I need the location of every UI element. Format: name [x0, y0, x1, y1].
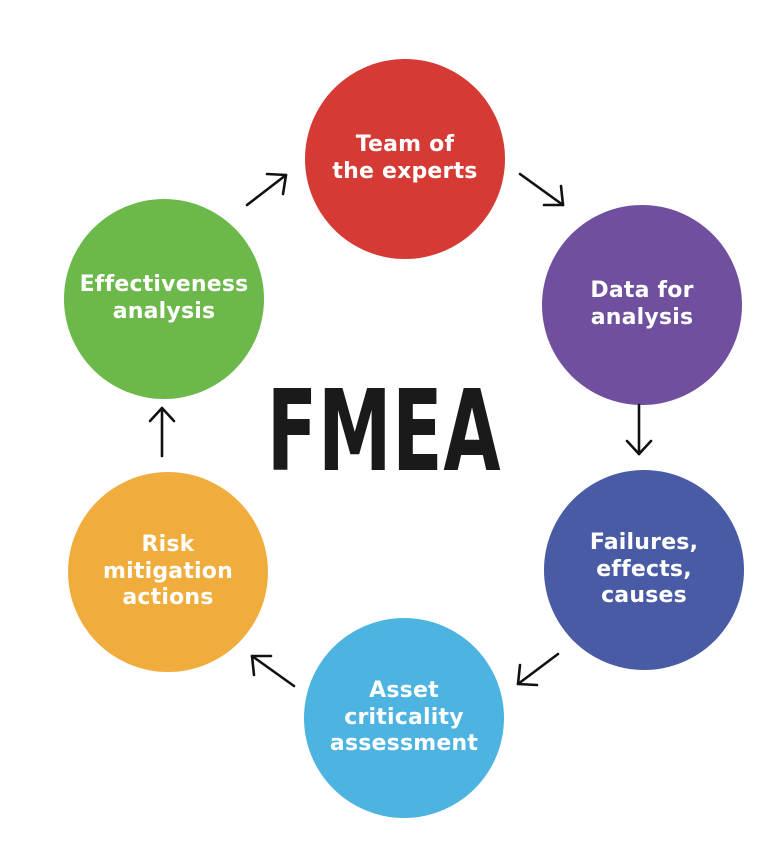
- node-label: Failures, effects, causes: [589, 529, 699, 609]
- arrow-asset-to-risk: [250, 654, 296, 688]
- node-label: Asset criticality assessment: [329, 677, 479, 757]
- node-label: Data for analysis: [590, 278, 694, 330]
- node-label: Team of the experts: [332, 132, 478, 184]
- node-label: Effectiveness analysis: [79, 272, 249, 324]
- node-risk-mitigation-actions: Risk mitigation actions: [68, 472, 268, 672]
- arrow-team-to-data: [518, 172, 565, 207]
- arrow-effect-to-team: [245, 172, 288, 207]
- node-asset-criticality-assessment: Asset criticality assessment: [304, 618, 504, 818]
- node-label: Risk mitigation actions: [103, 531, 233, 611]
- node-failures-effects-causes: Failures, effects, causes: [544, 470, 744, 670]
- arrow-data-to-failures: [625, 403, 653, 456]
- arrow-failures-to-asset: [516, 652, 560, 687]
- node-data-for-analysis: Data for analysis: [542, 205, 742, 405]
- node-effectiveness-analysis: Effectiveness analysis: [64, 199, 264, 399]
- node-team-of-experts: Team of the experts: [305, 59, 505, 259]
- arrow-risk-to-effect: [148, 406, 176, 458]
- center-title: FMEA: [266, 367, 502, 497]
